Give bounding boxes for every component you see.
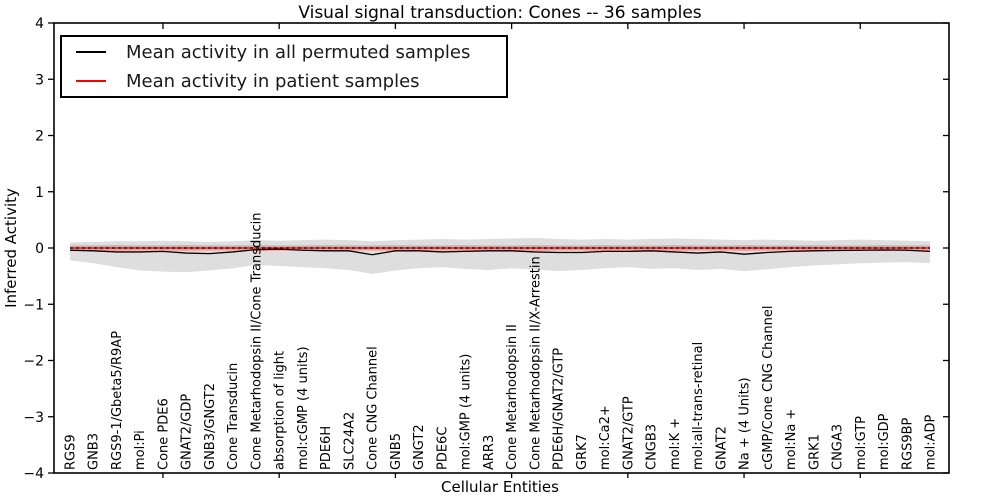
x-category-label: PDE6C [435, 427, 450, 470]
y-tick-label: 4 [35, 16, 44, 32]
y-tick-label: 1 [35, 185, 44, 201]
x-category-label: RGS9-1/Gbeta5/R9AP [110, 331, 125, 470]
x-category-label: ARR3 [482, 435, 497, 470]
chart-title: Visual signal transduction: Cones -- 36 … [298, 3, 702, 23]
x-category-label: GNAT2/GDP [180, 394, 195, 470]
legend-line-patient-icon [76, 80, 106, 82]
y-tick-label: −2 [23, 354, 44, 370]
x-category-label: mol:all-trans-retinal [691, 342, 706, 470]
legend-label-permuted: Mean activity in all permuted samples [126, 41, 471, 63]
x-category-label: mol:Pi [133, 430, 148, 470]
x-category-label: SLC24A2 [342, 412, 357, 470]
x-category-label: mol:K + [668, 418, 683, 470]
x-category-label: Na + (4 Units) [738, 377, 753, 470]
x-axis-label: Cellular Entities [441, 478, 559, 496]
y-tick-label: −1 [23, 297, 44, 313]
x-category-label: Cone Transducin [226, 363, 241, 470]
x-category-label: mol:Na + [784, 409, 799, 470]
x-category-label: GNB3/GNGT2 [203, 383, 218, 470]
x-category-label: mol:ADP [924, 414, 939, 470]
legend-label-patient: Mean activity in patient samples [126, 70, 420, 92]
x-category-label: GRK7 [575, 434, 590, 470]
x-category-label: GNAT2 [714, 426, 729, 470]
x-category-label: PDE6H/GNAT2/GTP [552, 348, 567, 470]
x-category-label: mol:cGMP (4 units) [296, 346, 311, 470]
x-category-label: Cone Metarhodopsin II/Cone Transducin [249, 213, 264, 470]
x-category-label: CNGA3 [831, 424, 846, 470]
y-tick-label: 3 [35, 72, 44, 88]
x-category-label: GNAT2/GTP [621, 396, 636, 470]
x-category-label: Cone Metarhodopsin II [505, 324, 520, 470]
x-category-label: absorption of light [273, 351, 288, 470]
permuted-samples-band [70, 237, 930, 274]
y-tick-label: −4 [23, 466, 44, 482]
x-category-label: mol:Ca2+ [598, 405, 613, 470]
legend-entry-patient: Mean activity in patient samples [76, 70, 506, 92]
x-category-label: Cone CNG Channel [366, 346, 381, 470]
x-category-label: PDE6H [319, 426, 334, 470]
x-category-label: RGS9BP [900, 417, 915, 470]
x-category-label: GRK1 [807, 434, 822, 470]
x-category-label: GNB5 [389, 433, 404, 470]
x-category-label: Cone Metarhodopsin II/X-Arrestin [528, 256, 543, 470]
x-category-label: GNB3 [87, 433, 102, 470]
legend-line-permuted-icon [76, 51, 106, 53]
legend-entry-permuted: Mean activity in all permuted samples [76, 41, 506, 63]
x-category-label: mol:GTP [854, 416, 869, 470]
x-category-label: Cone PDE6 [156, 398, 171, 470]
y-tick-label: 2 [35, 129, 44, 145]
legend: Mean activity in all permuted samples Me… [60, 35, 508, 98]
x-category-label: cGMP/Cone CNG Channel [761, 306, 776, 470]
x-category-label: RGS9 [64, 434, 79, 470]
x-category-label: mol:GMP (4 units) [459, 354, 474, 470]
x-category-label: GNGT2 [412, 424, 427, 470]
y-tick-label: 0 [35, 241, 44, 257]
y-tick-label: −3 [23, 410, 44, 426]
x-category-label: CNGB3 [645, 424, 660, 470]
permuted-mean-line [69, 248, 931, 256]
y-axis-label: Inferred Activity [2, 188, 20, 308]
x-category-label: mol:GDP [877, 413, 892, 470]
